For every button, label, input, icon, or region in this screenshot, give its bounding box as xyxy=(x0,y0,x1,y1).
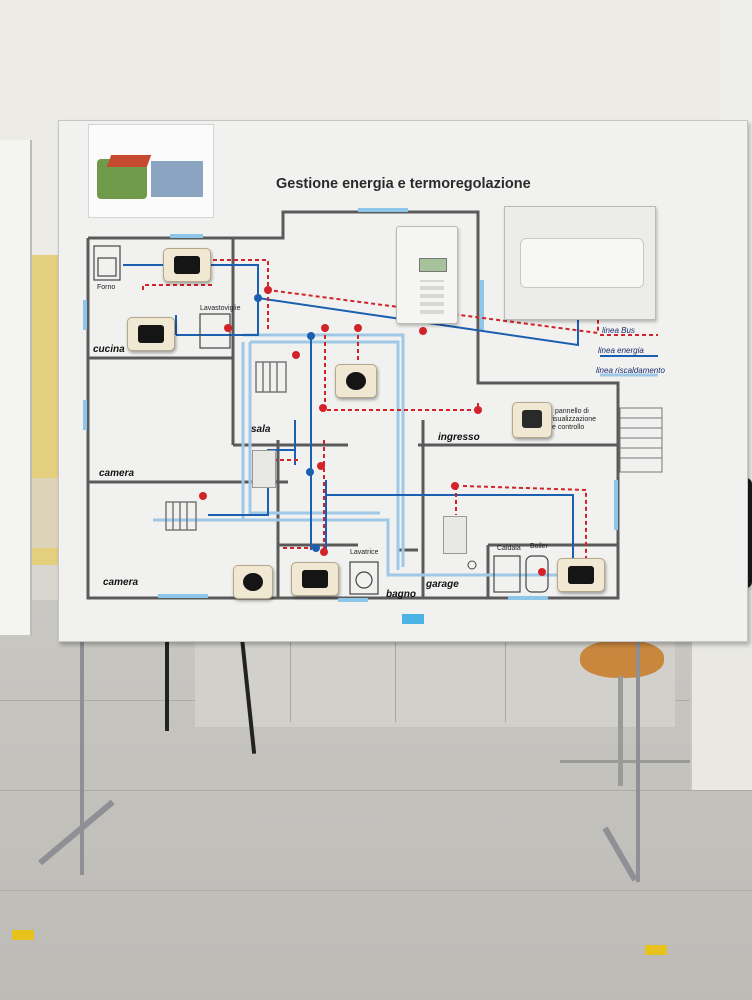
legend-riscaldamento: linea riscaldamento xyxy=(596,366,665,375)
room-label-camera: camera xyxy=(99,468,135,479)
keypad-display xyxy=(419,258,447,272)
room-label-garage: garage xyxy=(426,579,459,590)
board-title: Gestione energia e termoregolazione xyxy=(276,176,531,192)
left-board xyxy=(0,140,32,635)
wall-switch[interactable] xyxy=(163,248,211,282)
room-label-ingresso: ingresso xyxy=(438,432,480,443)
floor-plan xyxy=(83,208,663,602)
stool-seat xyxy=(580,640,664,678)
building-photo xyxy=(151,161,203,197)
label-lavastoviglie: Lavastoviglie xyxy=(200,305,241,312)
wall-switch[interactable] xyxy=(291,562,339,596)
label-forno: Forno xyxy=(97,284,116,291)
blue-tag xyxy=(402,614,424,624)
floor-tile-line xyxy=(0,790,752,791)
room-label-camera: camera xyxy=(103,577,139,588)
cabinet-door xyxy=(505,632,506,722)
wall-switch[interactable] xyxy=(127,317,175,351)
wall-switch[interactable] xyxy=(557,558,605,592)
control-panel-switch[interactable] xyxy=(512,402,552,438)
thermostat[interactable] xyxy=(233,565,273,599)
label-pannello-2: visualizzazione xyxy=(549,416,597,423)
warning-tape xyxy=(645,945,667,955)
floor-tile-line xyxy=(0,890,752,891)
legend-energia: linea energia xyxy=(598,346,644,355)
label-caldaia: Caldaia xyxy=(497,545,521,552)
stool-ring xyxy=(560,760,690,763)
room-label-bagno: bagno xyxy=(386,589,416,600)
keypad-buttons[interactable] xyxy=(420,280,444,314)
label-pannello-1: pannello di xyxy=(555,408,589,415)
panel-cover xyxy=(520,238,644,288)
stand-leg xyxy=(80,625,84,875)
label-lavatrice: Lavatrice xyxy=(350,549,379,556)
logo-card xyxy=(88,124,214,218)
legend-bus: linea Bus xyxy=(602,326,635,335)
din-actuator xyxy=(252,450,276,488)
cabinet-door xyxy=(395,632,396,722)
stand-leg xyxy=(636,632,640,882)
room-label-sala: sala xyxy=(251,424,271,435)
label-boiler: Boiler xyxy=(530,543,548,550)
room-label-cucina: cucina xyxy=(93,344,125,355)
warning-tape xyxy=(12,930,34,940)
cabinet-door xyxy=(290,632,291,722)
thermostat[interactable] xyxy=(335,364,377,398)
stool-leg xyxy=(618,676,623,786)
din-actuator xyxy=(443,516,467,554)
chair-leg xyxy=(165,636,169,731)
label-pannello-3: e controllo xyxy=(552,424,585,431)
